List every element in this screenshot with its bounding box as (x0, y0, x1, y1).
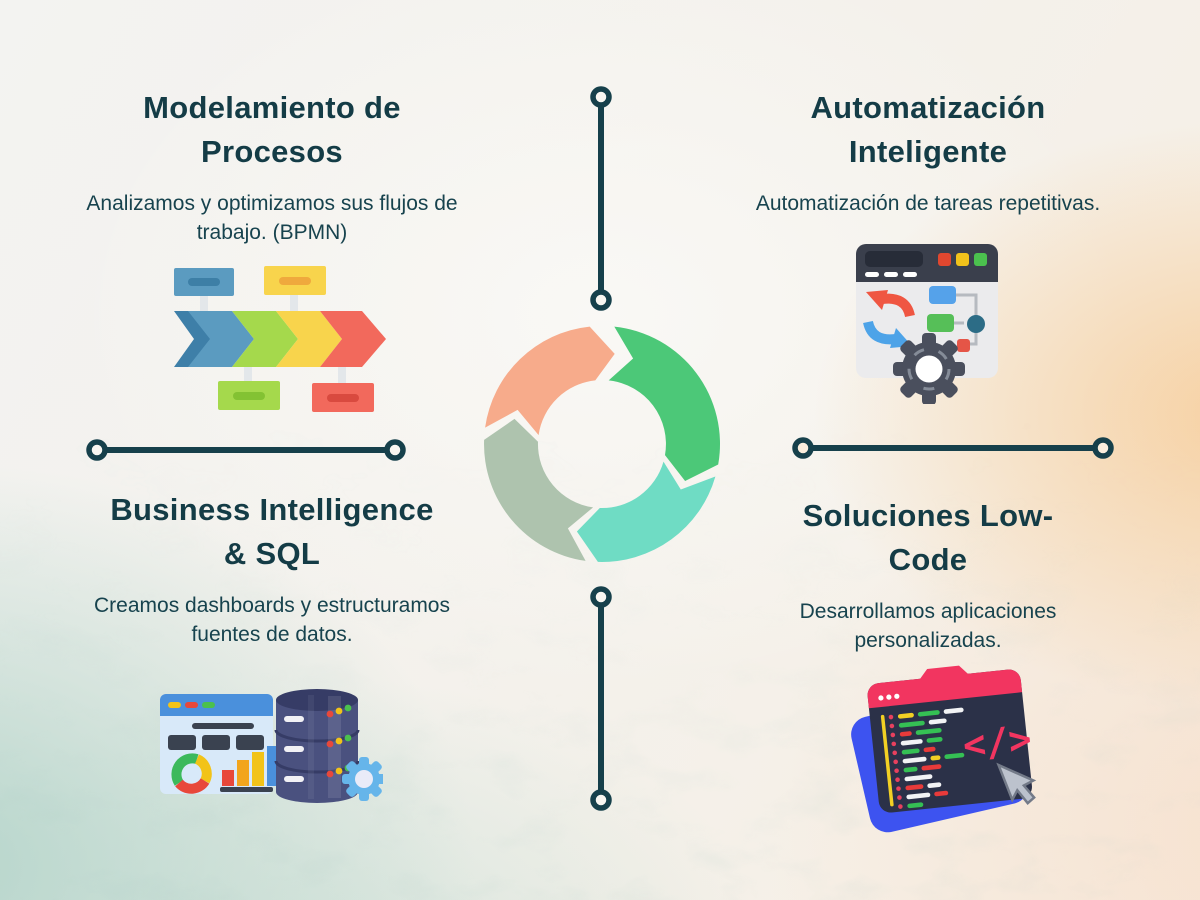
database-glyph (274, 689, 360, 803)
cursor-arrow-icon (996, 762, 1037, 806)
subtitle-low-code: Desarrollamos aplicaciones personalizada… (799, 600, 1057, 652)
quadrant-automatizacion: Automatización Inteligente Automatizació… (678, 86, 1178, 219)
automation-browser-gear-icon (856, 244, 998, 404)
subtitle-business-intelligence: Creamos dashboards y estructuramos fuent… (94, 594, 450, 646)
divider-left-horizontal (86, 439, 406, 461)
donut-chart-glyph (171, 753, 212, 794)
cycle-teal-arrow (576, 461, 716, 562)
cycle-arrows-diagram (484, 326, 721, 562)
subtitle-automatizacion: Automatización de tareas repetitivas. (755, 192, 1101, 216)
divider-bottom-vertical (590, 586, 612, 811)
lowcode-editor-icon: </> (851, 665, 1037, 833)
page-title-automatizacion: Automatización Inteligente (810, 90, 1046, 170)
bpmn-flowchart-icon (174, 266, 386, 412)
gear-icon (893, 333, 965, 404)
cycle-sage-arrow (484, 418, 594, 561)
title-line: Procesos (201, 134, 343, 170)
title-line: Modelamiento de (143, 90, 401, 125)
subtitle-modelamiento: Analizamos y optimizamos sus flujos de t… (86, 192, 458, 244)
quadrant-modelamiento-procesos: Modelamiento de Procesos Analizamos y op… (22, 86, 522, 248)
divider-top-vertical (590, 86, 612, 311)
cycle-salmon-arrow (485, 326, 615, 436)
page-title-low-code: Soluciones Low- Code (802, 498, 1054, 578)
quadrant-low-code: Soluciones Low- Code Desarrollamos aplic… (678, 494, 1178, 656)
page-title-modelamiento: Modelamiento de Procesos (22, 86, 522, 174)
code-tag-glyph: </> (961, 717, 1034, 768)
code-lines (897, 707, 965, 809)
divider-right-horizontal (792, 437, 1114, 459)
page-title-business-intelligence: Business Intelligence & SQL (110, 492, 434, 572)
quadrant-business-intelligence: Business Intelligence & SQL Creamos dash… (22, 488, 522, 650)
dashboard-database-icon (160, 689, 383, 803)
cycle-green-arrow (608, 326, 721, 481)
gear-icon (342, 757, 383, 801)
